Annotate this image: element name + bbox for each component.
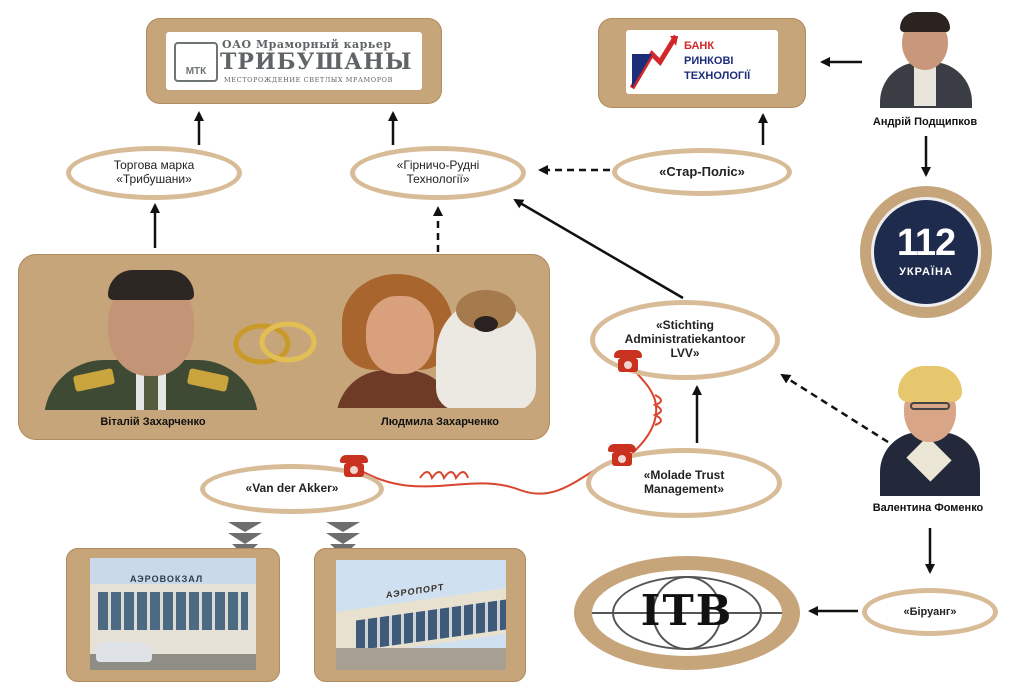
phone-icon — [340, 455, 368, 479]
lyudmyla-name: Людмила Захарченко — [381, 416, 499, 428]
valentyna-name: Валентина Фоменко — [872, 502, 984, 514]
phone-icon — [614, 350, 642, 374]
quarry-line-1: ОАО Мраморный карьер — [222, 38, 392, 51]
node-trademark: Торгова марка «Трибушани» — [66, 146, 242, 200]
node-molade: «Molade Trust Management» — [586, 448, 782, 518]
bank-line-3: ТЕХНОЛОГІЇ — [684, 70, 751, 82]
vitaliy-photo — [38, 264, 262, 410]
itv-logo: ІТВ — [574, 556, 800, 670]
andriy-photo — [870, 10, 980, 108]
bank-arrow-icon — [630, 34, 679, 90]
quarry-line-3: МЕСТОРОЖДЕНИЕ СВЕТЛЫХ МРАМОРОВ — [224, 76, 393, 84]
phone-cord-vanderakker-molade — [359, 459, 616, 495]
terminal-1-sign: АЭРОВОКЗАЛ — [130, 574, 204, 584]
airport-terminal-2-box: АЭРОПОРТ — [314, 548, 526, 682]
phone-cord-molade-stichting — [621, 364, 658, 463]
quarry-logo-box: МТК ОАО Мраморный карьер ТРИБУШАНЫ МЕСТО… — [146, 18, 442, 104]
valentyna-photo — [876, 360, 982, 496]
phone-cord-vanderakker-molade-coils — [419, 471, 469, 481]
arrow-stichting-to-gornicho — [513, 198, 684, 300]
terminal-1-photo: АЭРОВОКЗАЛ — [90, 558, 256, 670]
itv-text: ІТВ — [640, 586, 734, 635]
dashed-arrow-valentyna-to-stichting — [780, 373, 889, 444]
airport-terminal-1-box: АЭРОВОКЗАЛ — [66, 548, 280, 682]
tv-number: 112 — [896, 222, 956, 264]
andriy-name: Андрій Подщипков — [872, 116, 978, 128]
node-biruang: «Біруанг» — [862, 588, 998, 636]
node-star-polis: «Стар-Поліс» — [612, 148, 792, 196]
terminal-2-photo: АЭРОПОРТ — [336, 560, 506, 670]
node-gornicho: «Гірничо-Рудні Технології» — [350, 146, 526, 200]
phone-cord-molade-stichting-coils — [652, 394, 662, 426]
tv-112-logo: 112 УКРАЇНА — [860, 186, 992, 318]
vitaliy-name: Віталій Захарченко — [100, 416, 206, 428]
zakharchenko-family-box: Віталій Захарченко Людмила Захарченко — [18, 254, 550, 440]
node-van-der-akker: «Van der Akker» — [200, 464, 384, 514]
bank-logo-box: БАНК РИНКОВІ ТЕХНОЛОГІЇ — [598, 18, 806, 108]
phone-icon — [608, 444, 636, 468]
bank-line-2: РИНКОВІ — [684, 55, 734, 67]
bank-line-1: БАНК — [684, 40, 715, 52]
tv-name: УКРАЇНА — [899, 266, 953, 278]
quarry-line-2: ТРИБУШАНЫ — [220, 49, 413, 75]
quarry-mark-icon: МТК — [174, 42, 218, 82]
wedding-rings-icon — [233, 321, 317, 365]
lyudmyla-photo — [336, 270, 544, 408]
